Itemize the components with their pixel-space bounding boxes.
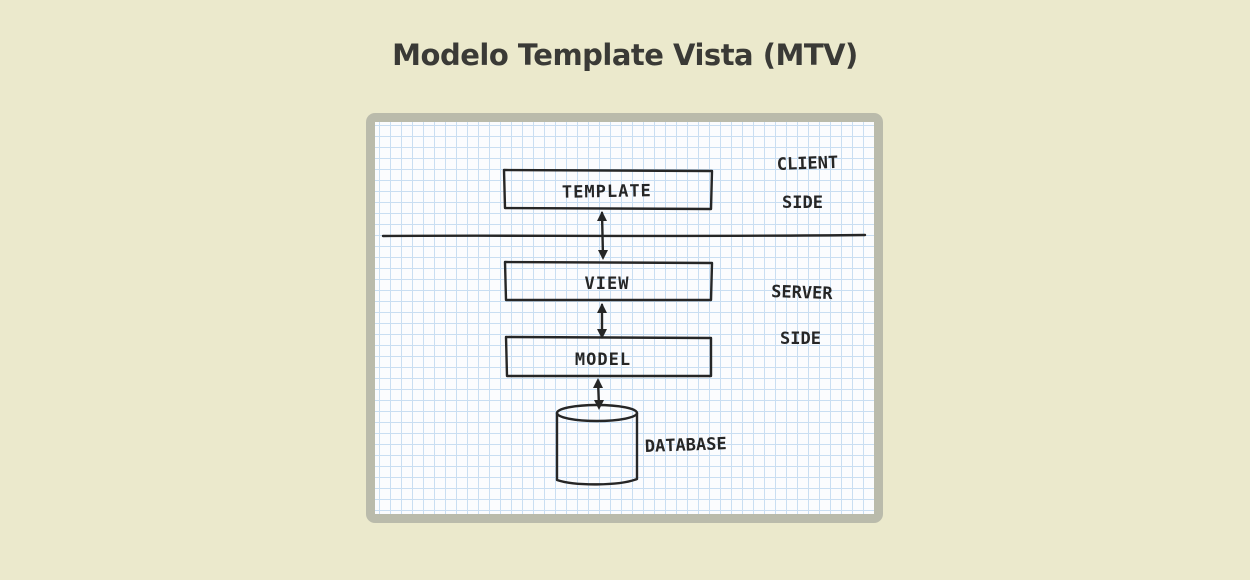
page-title: Modelo Template Vista (MTV): [392, 38, 858, 72]
graph-paper: TEMPLATE VIEW: [375, 122, 874, 514]
view-box: VIEW: [503, 260, 714, 302]
database-label: DATABASE: [644, 434, 727, 457]
client-server-divider: [381, 233, 867, 238]
client-side-line2: SIDE: [782, 193, 823, 213]
model-label: MODEL: [575, 350, 631, 370]
view-label: VIEW: [585, 274, 630, 294]
database-cylinder: [555, 403, 639, 486]
server-side-line1: SERVER: [771, 282, 834, 304]
client-side-line1: CLIENT: [776, 153, 838, 175]
template-label: TEMPLATE: [562, 181, 652, 203]
model-box: MODEL: [504, 335, 713, 378]
arrow-template-view: [597, 211, 608, 260]
template-box: TEMPLATE: [502, 168, 714, 211]
mtv-diagram: TEMPLATE VIEW: [381, 153, 867, 486]
arrow-view-model: [597, 303, 607, 339]
diagram-frame: TEMPLATE VIEW: [366, 113, 883, 523]
server-side-line2: SIDE: [780, 329, 821, 349]
